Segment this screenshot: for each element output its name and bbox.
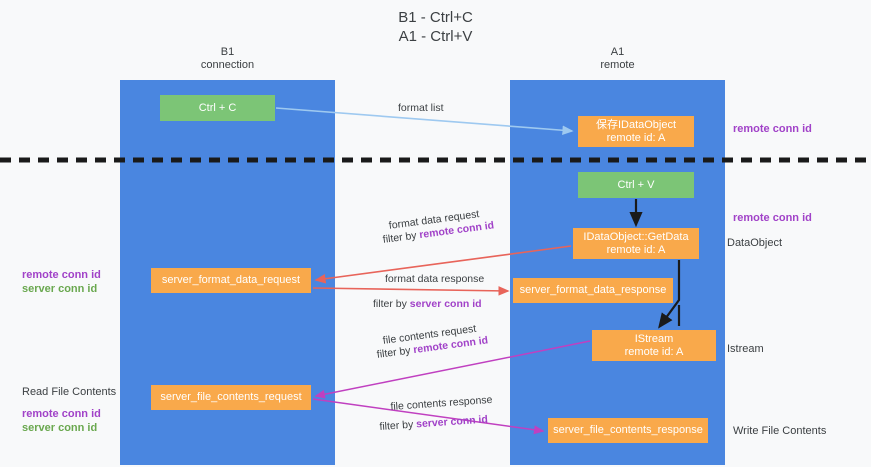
edge-label-file-contents-response-filter: filter by server conn id (379, 412, 488, 434)
filter-prefix: filter by (373, 298, 410, 310)
page-title: B1 - Ctrl+C A1 - Ctrl+V (0, 8, 871, 46)
annotation-group-2: Read File Contents remote conn id server… (22, 385, 116, 435)
node-istream[interactable]: IStream remote id: A (592, 330, 716, 361)
title-line-1: B1 - Ctrl+C (398, 9, 473, 26)
filter-prefix: filter by (376, 344, 415, 361)
annotation-dataobject: DataObject (727, 237, 783, 249)
node-server-format-data-request-label: server_format_data_request (161, 274, 301, 286)
lane-header-b1: B1 connection (120, 46, 335, 72)
annotation-remote-conn-id-mid: remote conn id (733, 212, 812, 224)
filter-prefix: filter by (379, 418, 417, 433)
node-server-file-contents-request-label: server_file_contents_request (160, 391, 302, 403)
filter-prefix: filter by (382, 229, 421, 246)
annotation-write-file-contents: Write File Contents (733, 425, 827, 437)
filter-key-server-conn-id: server conn id (415, 413, 489, 431)
node-server-file-contents-response-label: server_file_contents_response (553, 424, 703, 436)
node-ctrl-c[interactable]: Ctrl + C (160, 95, 275, 121)
node-ctrl-v[interactable]: Ctrl + V (578, 172, 694, 198)
title-line-2: A1 - Ctrl+V (398, 28, 473, 45)
node-istream-line2: remote id: A (624, 345, 684, 358)
lane-header-a1-sub: remote (600, 59, 635, 71)
lane-header-b1-sub: connection (200, 59, 255, 71)
annotation-remote-conn-id-top: remote conn id (733, 123, 812, 135)
node-server-format-data-request[interactable]: server_format_data_request (151, 268, 311, 293)
node-ctrl-c-label: Ctrl + C (198, 101, 237, 114)
annotation-read-file-contents: Read File Contents (22, 386, 117, 398)
lane-header-a1: A1 remote (510, 46, 725, 72)
node-idataobject-getdata[interactable]: IDataObject::GetData remote id: A (573, 228, 699, 259)
node-ctrl-v-label: Ctrl + V (617, 178, 655, 191)
node-getdata-line1: IDataObject::GetData (583, 230, 689, 243)
lane-header-b1-name: B1 (220, 46, 235, 58)
annotation-group-2-remote: remote conn id (22, 408, 101, 420)
node-server-file-contents-request[interactable]: server_file_contents_request (151, 385, 311, 410)
edge-label-format-data-response-filter: filter by server conn id (373, 297, 482, 311)
annotation-group-1-remote: remote conn id (22, 269, 101, 281)
edge-label-file-contents-response: file contents response (390, 393, 493, 413)
filter-key-server-conn-id: server conn id (409, 298, 482, 310)
node-server-file-contents-response[interactable]: server_file_contents_response (548, 418, 708, 443)
annotation-group-1-server: server conn id (22, 283, 98, 295)
edge-label-format-data-response: format data response (385, 273, 485, 285)
annotation-istream: Istream (727, 343, 764, 355)
node-getdata-line2: remote id: A (606, 243, 666, 256)
node-istream-line1: IStream (634, 332, 674, 345)
arrow-format-data-response (312, 286, 510, 296)
annotation-group-1: remote conn id server conn id (22, 268, 101, 296)
node-server-format-data-response-label: server_format_data_response (519, 284, 667, 296)
node-save-idataobject[interactable]: 保存IDataObject remote id: A (578, 116, 694, 147)
annotation-group-2-server: server conn id (22, 422, 98, 434)
node-server-format-data-response[interactable]: server_format_data_response (513, 278, 673, 303)
lane-header-a1-name: A1 (610, 46, 625, 58)
node-save-idataobject-line2: remote id: A (606, 131, 666, 144)
node-save-idataobject-line1: 保存IDataObject (595, 118, 677, 131)
edge-label-format-list: format list (398, 102, 444, 114)
